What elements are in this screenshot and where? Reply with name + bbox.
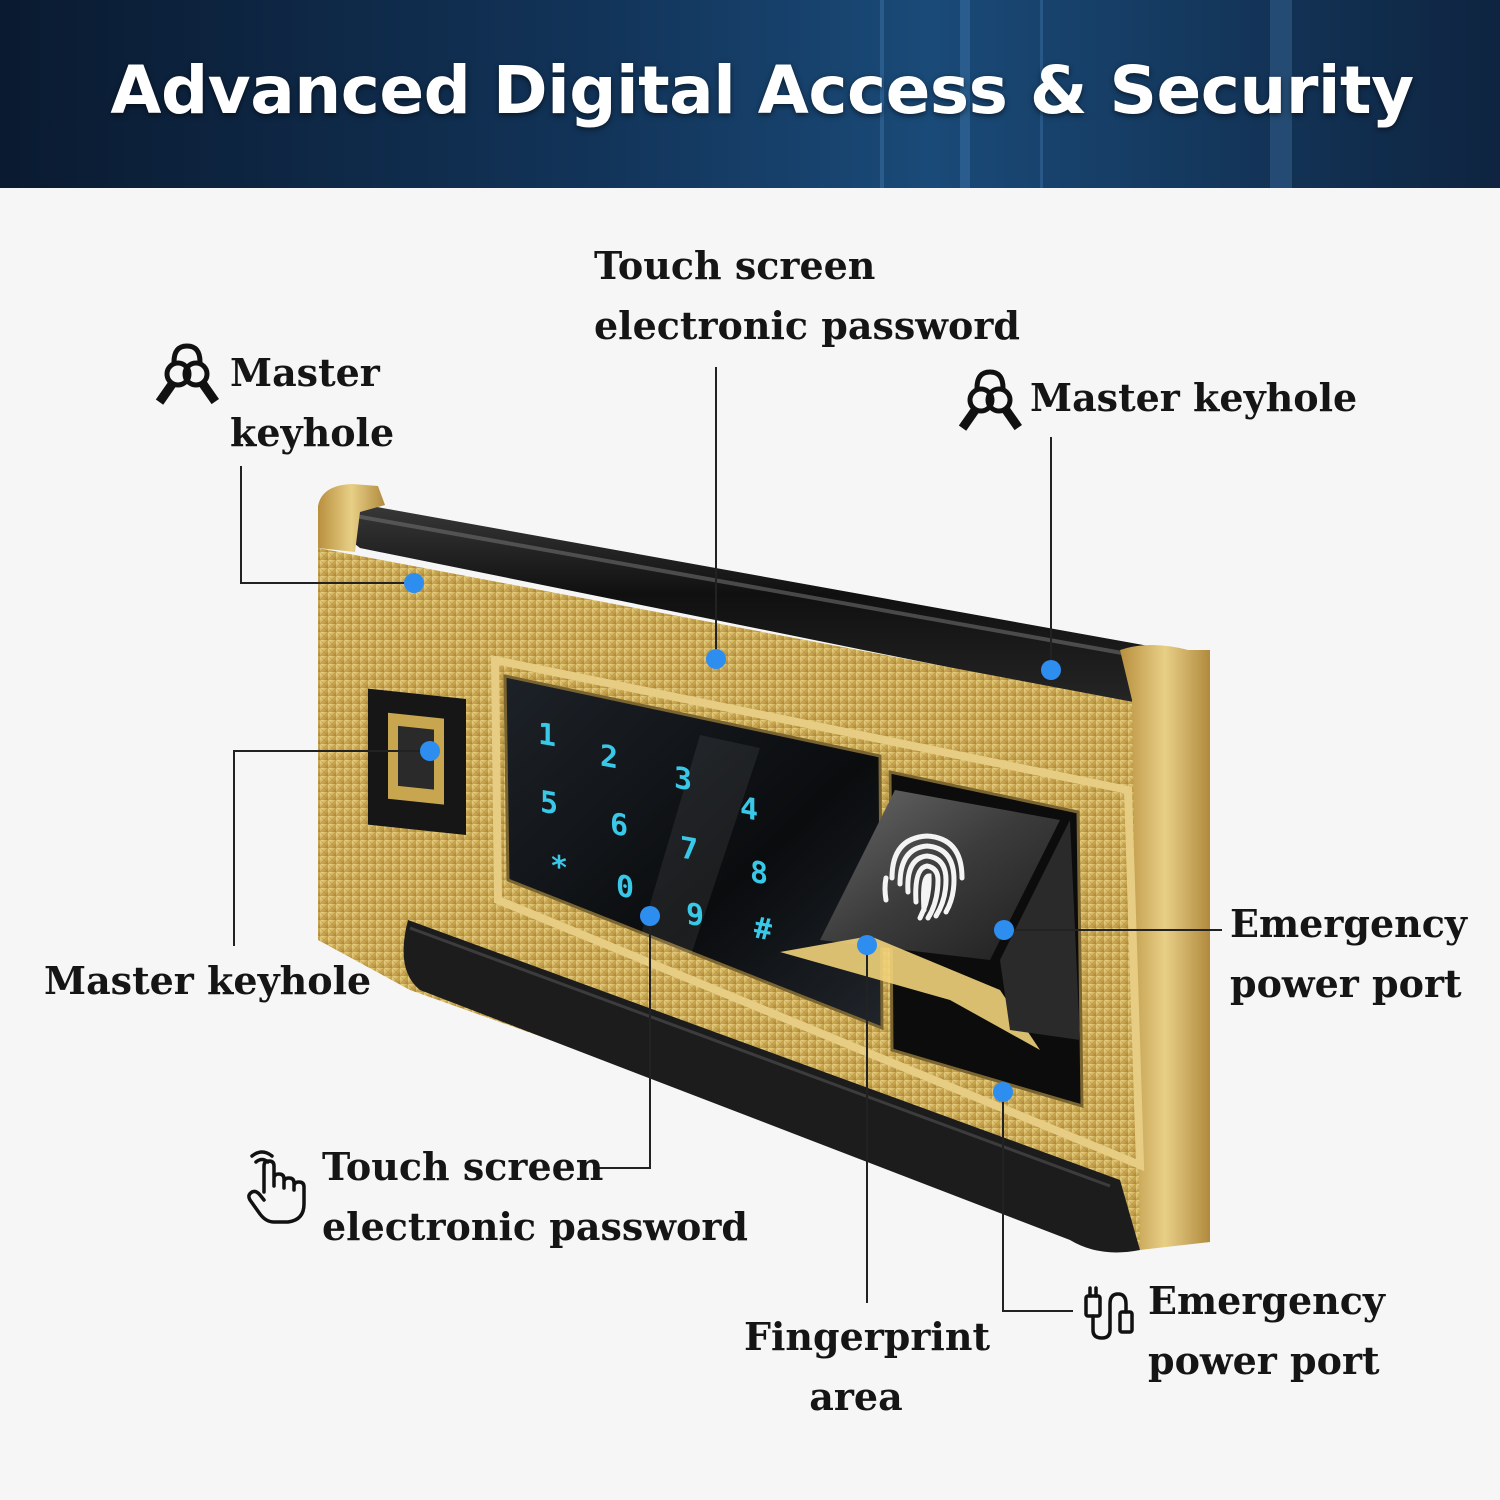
power-cable-icon xyxy=(1084,1286,1134,1340)
label-touch-screen-top: Touch screen electronic password xyxy=(594,243,1020,348)
label-fingerprint-area: Fingerprint area xyxy=(744,1314,991,1419)
dot-keyhole-top-left xyxy=(404,573,424,593)
dot-touch-top xyxy=(706,649,726,669)
keys-icon xyxy=(155,343,219,405)
dot-keyhole-left xyxy=(420,741,440,761)
page-title: Advanced Digital Access & Security xyxy=(110,52,1414,129)
label-master-keyhole-left: Master keyhole xyxy=(44,958,372,1003)
dot-emergency-bottom xyxy=(993,1082,1013,1102)
keys-icon xyxy=(958,369,1022,431)
label-touch-screen-bottom: Touch screen electronic password xyxy=(322,1144,748,1249)
touch-hand-icon xyxy=(247,1150,306,1224)
dot-keyhole-top-right xyxy=(1041,660,1061,680)
label-emergency-power-right: Emergency power port xyxy=(1230,901,1467,1006)
callout-dots xyxy=(404,573,1061,1102)
dot-touch-bottom xyxy=(640,906,660,926)
dot-emergency-right xyxy=(994,920,1014,940)
label-emergency-power-bottom: Emergency power port xyxy=(1148,1278,1385,1383)
fingerprint-icon xyxy=(882,833,965,921)
keypad-glass xyxy=(503,674,884,1031)
header-banner: Advanced Digital Access & Security xyxy=(0,0,1500,188)
label-master-keyhole-top-right: Master keyhole xyxy=(1030,375,1358,420)
dot-fingerprint xyxy=(857,935,877,955)
label-master-keyhole-top-left: Master keyhole xyxy=(230,350,395,455)
